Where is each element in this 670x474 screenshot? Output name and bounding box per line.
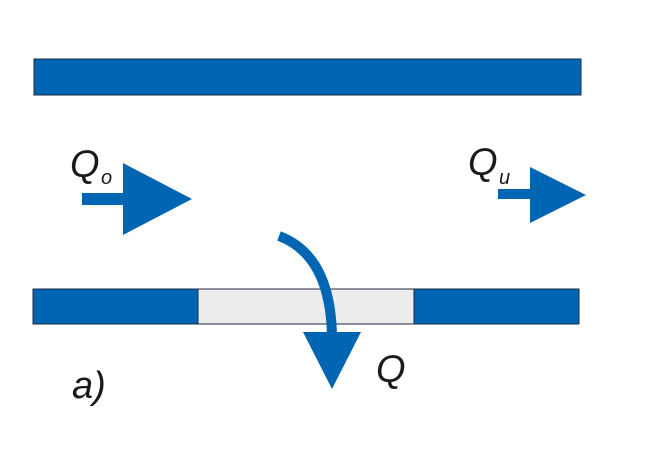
bottom-wall-right: [413, 288, 580, 325]
outflow-label: Q: [468, 142, 498, 184]
inflow-subscript: o: [101, 167, 112, 189]
wall-opening: [197, 288, 415, 325]
inflow-arrow: [82, 163, 192, 235]
bottom-wall-left: [32, 288, 199, 325]
outflow-arrow: [498, 167, 586, 223]
inflow-label: Q: [70, 144, 100, 186]
outflow-subscript: u: [499, 167, 510, 189]
lateral-outflow-arrow: [277, 231, 361, 389]
top-wall: [33, 58, 582, 96]
panel-label: a): [72, 365, 106, 407]
lateral-flow-label: Q: [376, 349, 406, 391]
